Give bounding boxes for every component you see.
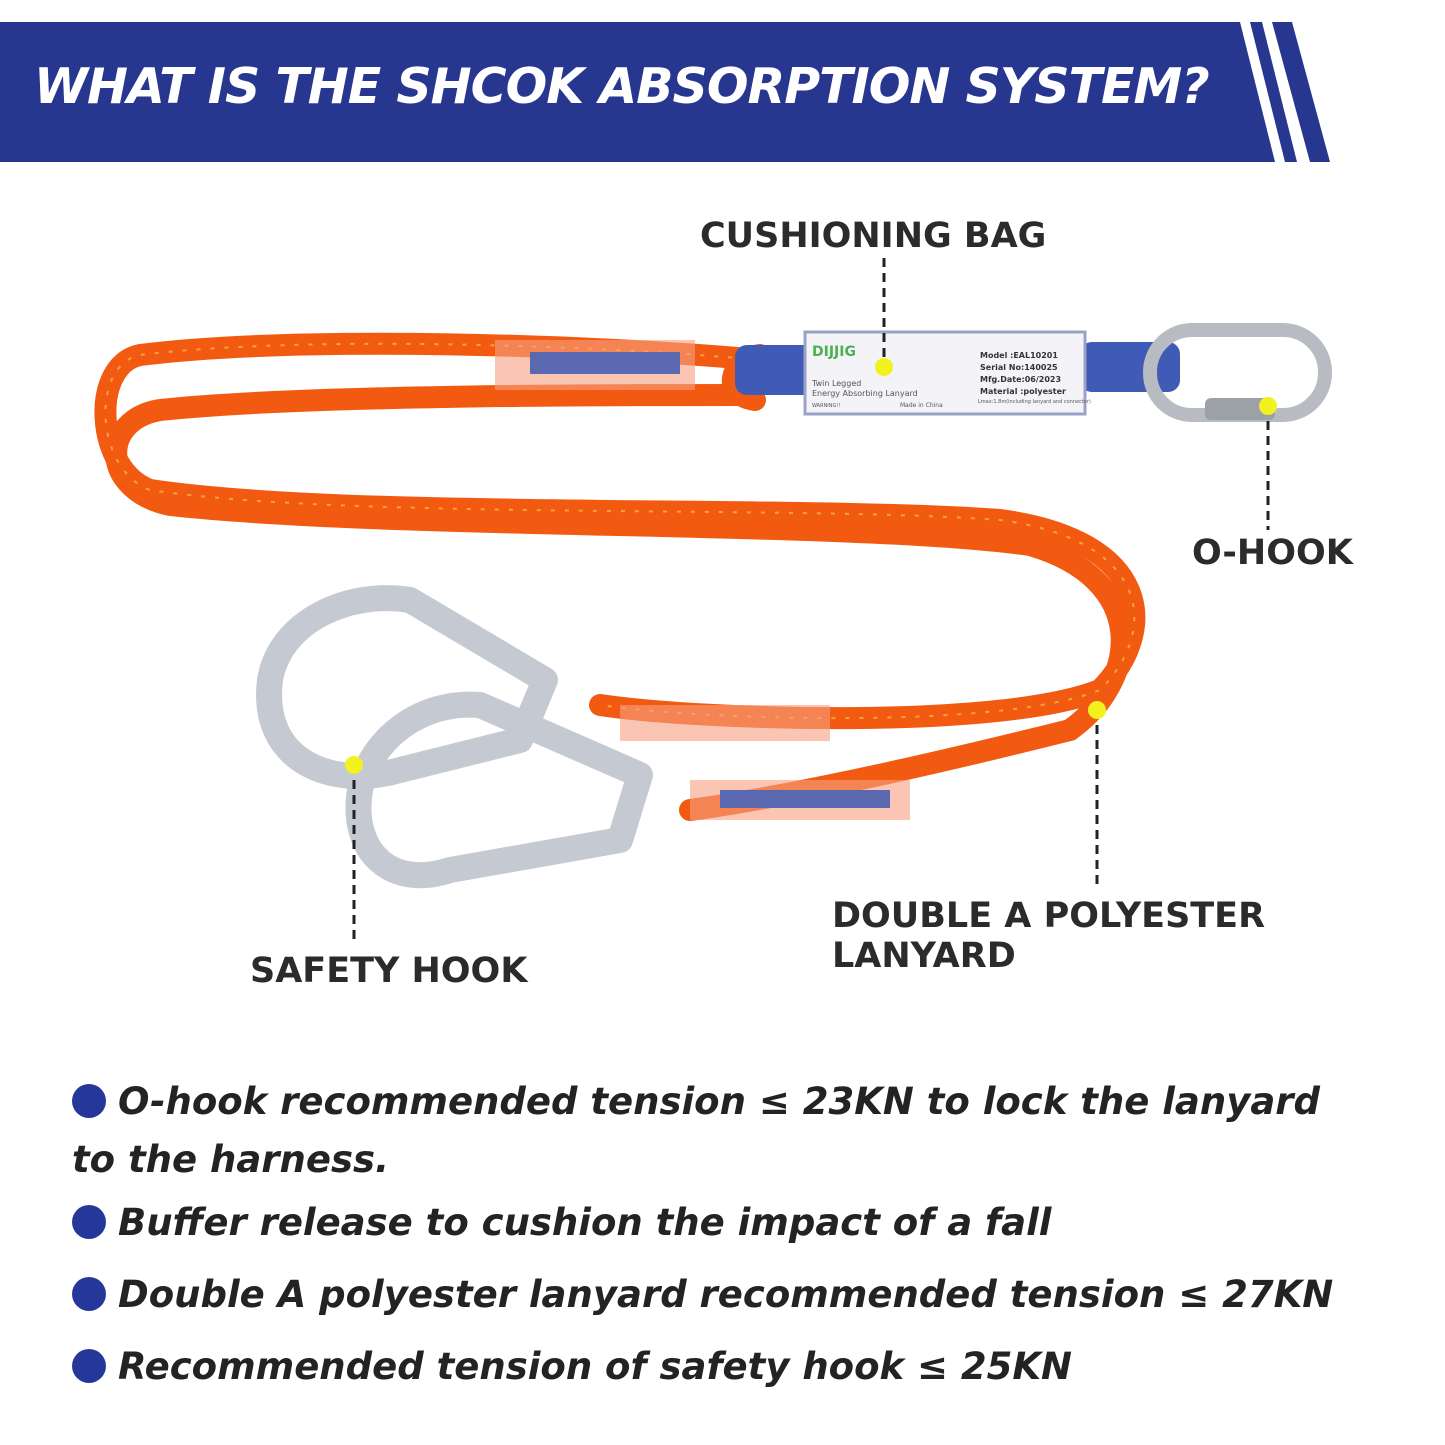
bullet-text: O-hook recommended tension ≤ 23KN to loc… <box>118 1080 1321 1123</box>
page-title: WHAT IS THE SHCOK ABSORPTION SYSTEM? <box>34 58 1210 115</box>
bullet-item: Buffer release to cushion the impact of … <box>72 1201 1051 1244</box>
bullet-item: Double A polyester lanyard recommended t… <box>72 1273 1333 1316</box>
label-text: Material :polyester <box>980 387 1066 396</box>
bullet-dot-icon <box>72 1084 106 1118</box>
bullet-item: O-hook recommended tension ≤ 23KN to loc… <box>72 1080 1320 1123</box>
label-text: Serial No:140025 <box>980 363 1058 372</box>
callout-safety-hook: SAFETY HOOK <box>250 951 528 991</box>
bullet-dot-icon <box>72 1205 106 1239</box>
callout-cushioning-bag: CUSHIONING BAG <box>700 216 1047 256</box>
label-text: Model :EAL10201 <box>980 351 1058 360</box>
header-banner <box>0 22 1330 162</box>
label-text: Lmax:1.8m(including lanyard and connecto… <box>978 399 1091 405</box>
safety-hook-icon <box>256 585 653 889</box>
callout-lanyard: DOUBLE A POLYESTER LANYARD <box>832 896 1265 976</box>
bullet-text: Recommended tension of safety hook ≤ 25K… <box>118 1345 1072 1388</box>
callout-o-hook: O-HOOK <box>1192 533 1353 573</box>
label-text: Made in China <box>900 402 943 409</box>
bullet-item: Recommended tension of safety hook ≤ 25K… <box>72 1345 1072 1388</box>
label-text: Energy Absorbing Lanyard <box>812 389 918 398</box>
bullet-text: Double A polyester lanyard recommended t… <box>118 1273 1334 1316</box>
callout-lanyard-line2: LANYARD <box>832 936 1016 976</box>
label-text: Twin Legged <box>811 379 861 388</box>
brand-logo: DIJJIG <box>812 344 856 360</box>
bullet-text: Buffer release to cushion the impact of … <box>118 1201 1052 1244</box>
marker-dots <box>345 358 1277 774</box>
bullet-dot-icon <box>72 1277 106 1311</box>
callout-lanyard-line1: DOUBLE A POLYESTER <box>832 896 1266 936</box>
bullet-item-continuation: to the harness. <box>72 1138 390 1181</box>
bullet-dot-icon <box>72 1349 106 1383</box>
label-text: Mfg.Date:06/2023 <box>980 375 1061 384</box>
label-text: WARNING!! <box>812 403 840 409</box>
